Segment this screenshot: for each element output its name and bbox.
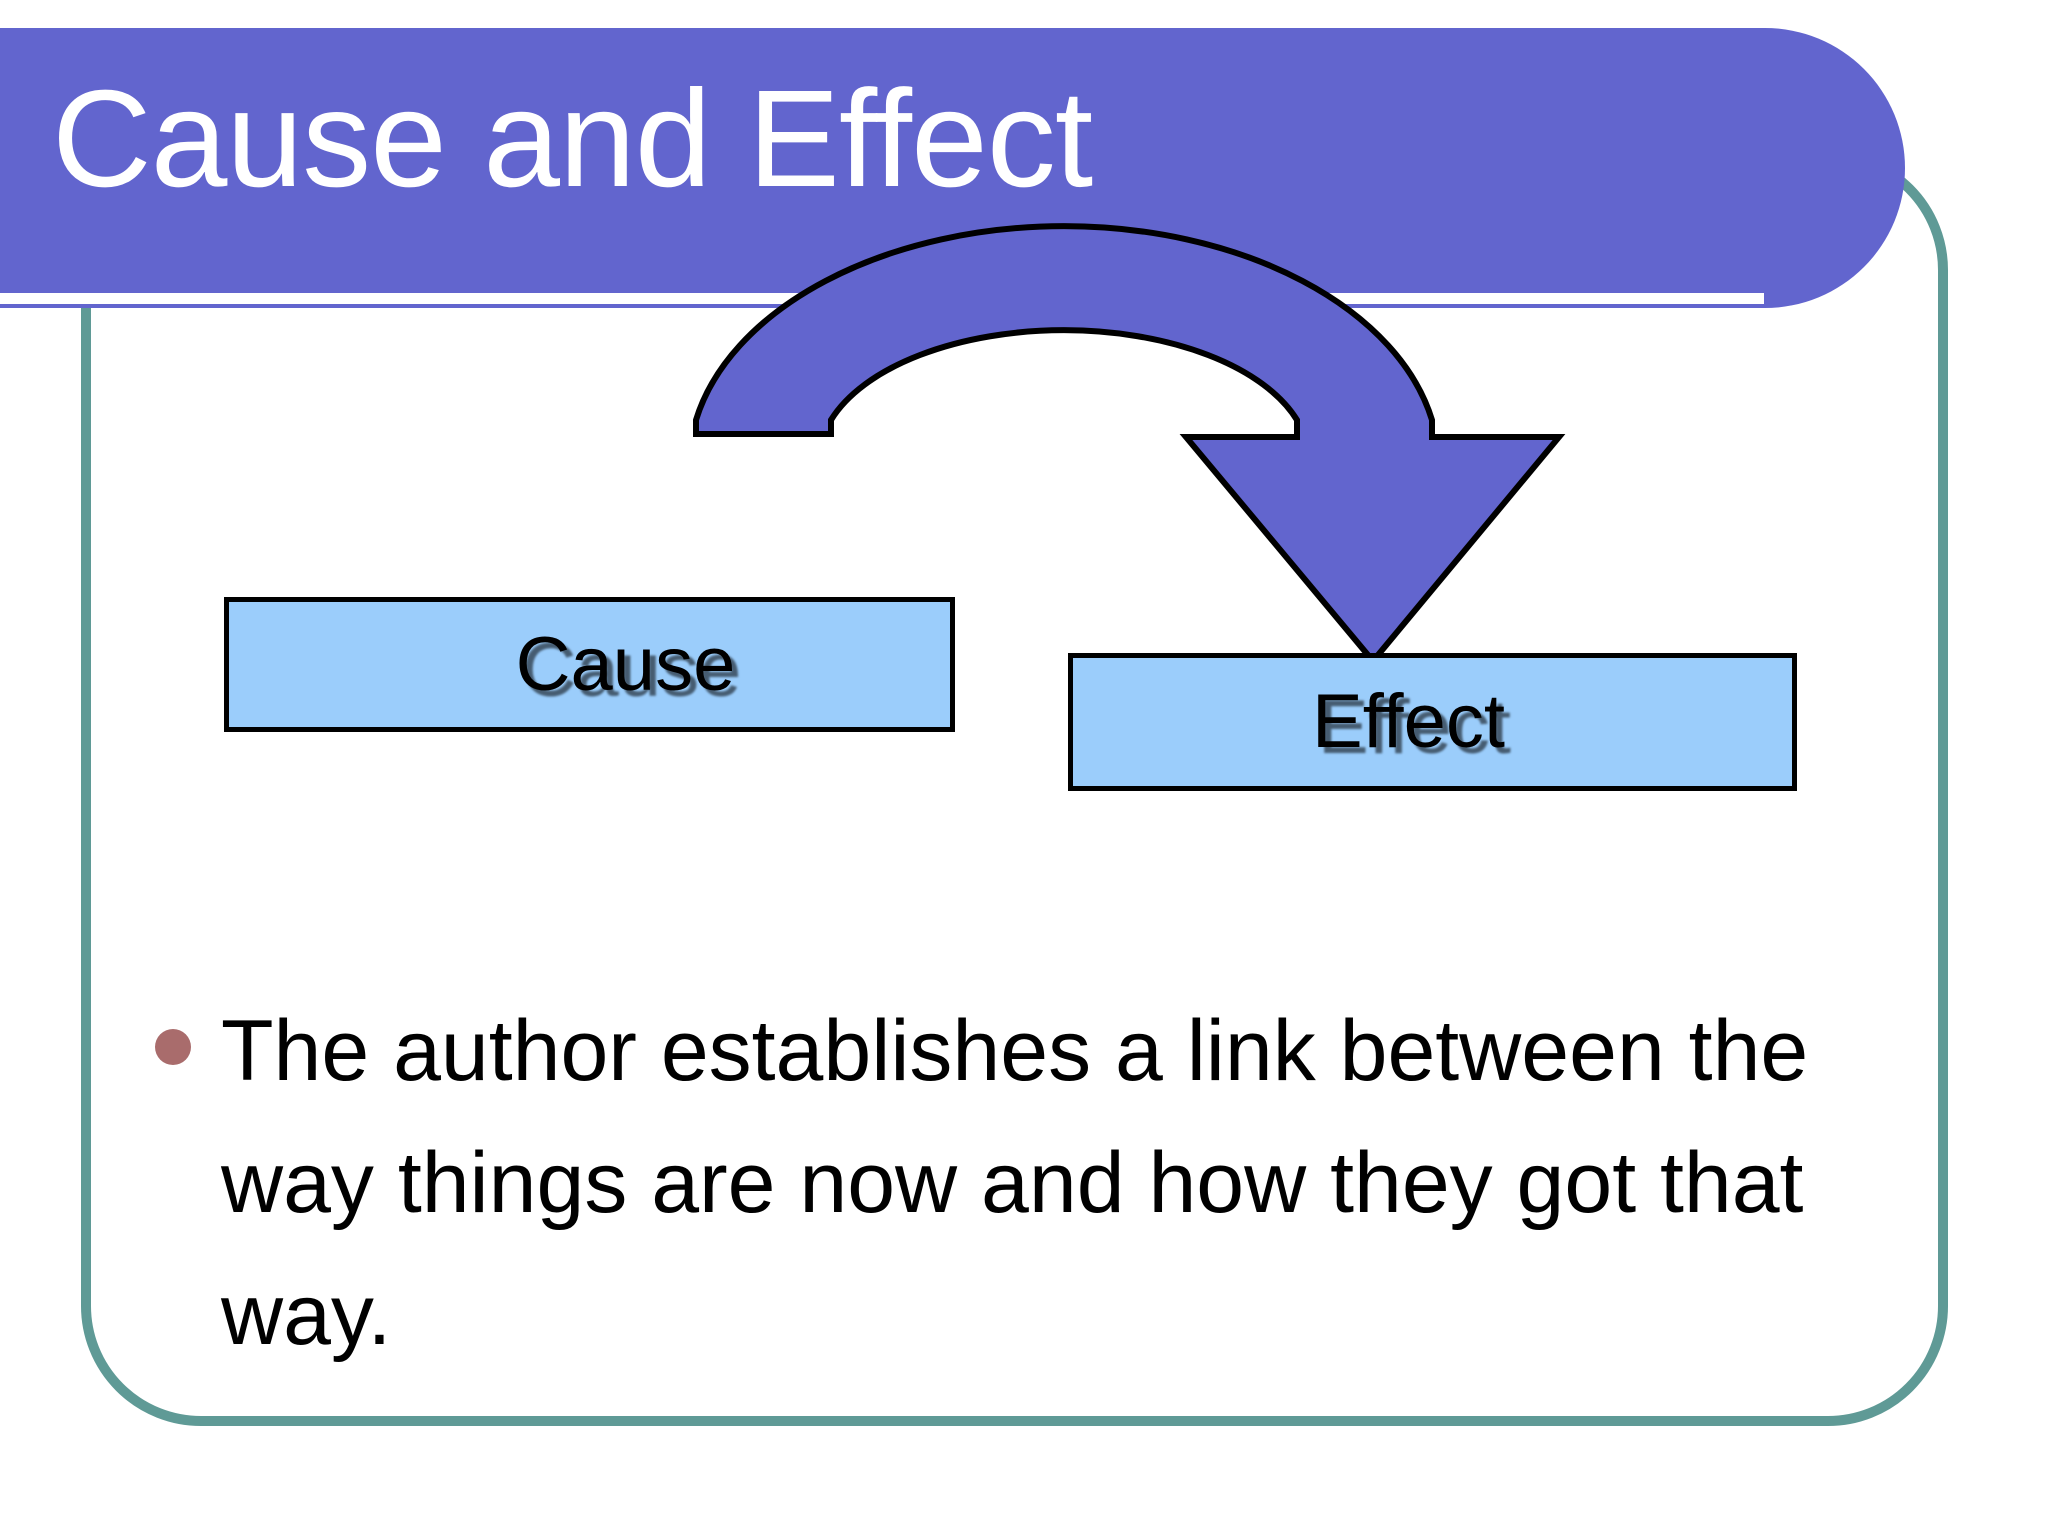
title-banner: Cause and Effect [0, 28, 1905, 308]
cause-box: Cause [224, 597, 955, 732]
title-underline-rule [0, 293, 1764, 304]
bullet-dot-icon [155, 1029, 191, 1065]
cause-box-label: Cause [515, 621, 736, 707]
page-title: Cause and Effect [52, 62, 1093, 216]
effect-box-label: Effect [1312, 679, 1505, 764]
bullet-list-item: The author establishes a link between th… [155, 985, 1915, 1381]
bullet-text: The author establishes a link between th… [221, 1003, 1809, 1363]
effect-box: Effect [1068, 653, 1797, 791]
